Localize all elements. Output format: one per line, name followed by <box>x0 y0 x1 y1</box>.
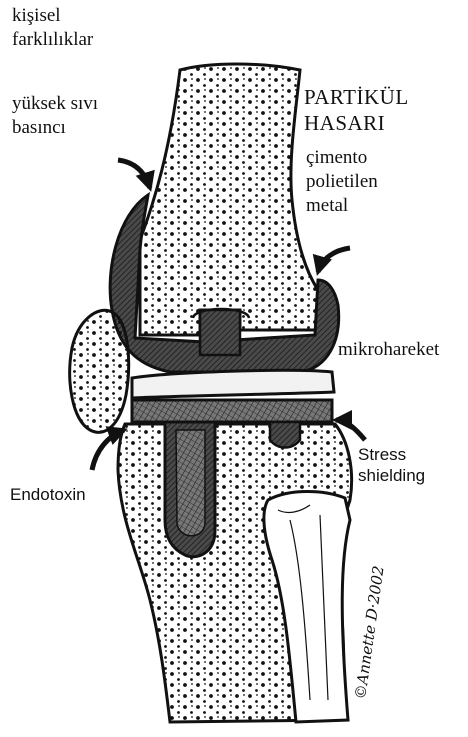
label-stress-shielding: Stress shielding <box>358 444 425 487</box>
artist-signature: ©Annette D·2002 <box>351 565 388 701</box>
femoral-peg <box>200 310 240 355</box>
arrow-fluid-pressure <box>118 160 150 188</box>
arrow-particle-damage <box>318 248 350 272</box>
label-materials: çimento polietilen metal <box>306 146 378 217</box>
label-fluid-pressure: yüksek sıvı basıncı <box>12 92 98 140</box>
tibial-tray <box>132 400 332 422</box>
tibial-stem-core <box>176 430 205 536</box>
tibial-peg <box>270 422 300 448</box>
polyethylene-insert <box>132 370 334 398</box>
label-micromotion: mikrohareket <box>338 338 439 362</box>
patella-bone <box>70 310 129 432</box>
label-individual-differences: kişisel farklılıklar <box>12 4 93 52</box>
femur-bone <box>140 64 320 335</box>
label-particle-damage: PARTİKÜL HASARI <box>304 84 409 137</box>
label-endotoxin: Endotoxin <box>10 484 86 505</box>
